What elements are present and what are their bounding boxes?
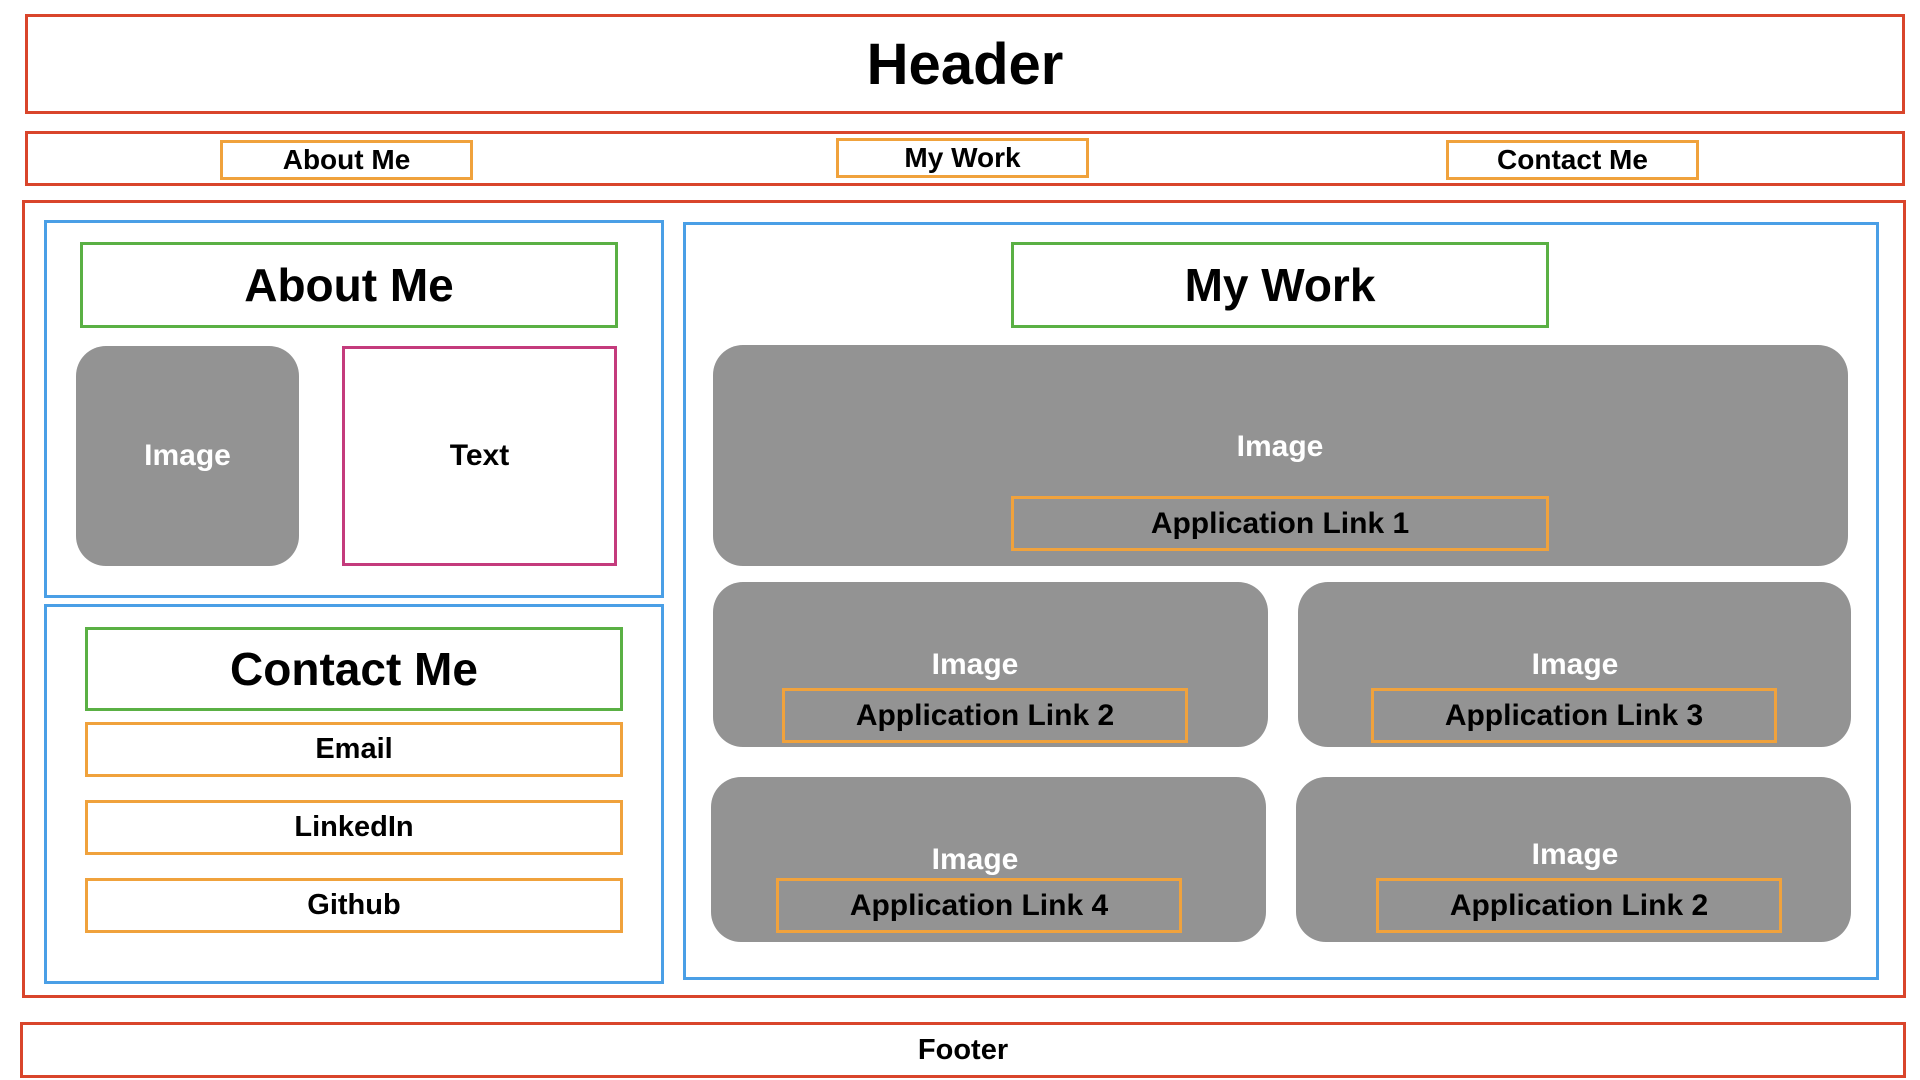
application-link-2[interactable]: Application Link 2	[782, 688, 1188, 743]
nav-bar	[25, 131, 1905, 186]
project-card-1	[713, 345, 1848, 566]
work-title: My Work	[1011, 242, 1549, 328]
application-link-label: Application Link 2	[855, 698, 1115, 732]
footer-label: Footer	[917, 1033, 1009, 1066]
main-section	[22, 200, 1906, 998]
project-card-3	[1298, 582, 1851, 747]
project-card-5	[1296, 777, 1851, 942]
project-image-label: Image	[931, 648, 1019, 681]
contact-title-text: Contact Me	[230, 643, 478, 695]
about-title: About Me	[80, 242, 618, 328]
header-title: Header	[866, 31, 1064, 97]
about-text-label: Text	[449, 439, 510, 472]
application-link-label: Application Link 3	[1444, 698, 1704, 732]
project-image-label: Image	[1236, 430, 1324, 463]
project-image-label: Image	[1531, 648, 1619, 681]
contact-panel	[44, 604, 664, 984]
contact-link-linkedin[interactable]: LinkedIn	[85, 800, 623, 855]
application-link-label: Application Link 1	[1150, 506, 1410, 540]
nav-item-my-work[interactable]: My Work	[836, 138, 1089, 178]
application-link-5[interactable]: Application Link 2	[1376, 878, 1782, 933]
footer-section: Footer	[20, 1022, 1906, 1078]
nav-item-label: About Me	[282, 144, 411, 175]
about-title-text: About Me	[244, 259, 454, 311]
nav-item-about-me[interactable]: About Me	[220, 140, 473, 180]
nav-item-label: Contact Me	[1497, 144, 1648, 175]
about-panel	[44, 220, 664, 598]
header-section: Header	[25, 14, 1905, 114]
contact-link-label: Github	[307, 889, 401, 921]
about-image: Image	[76, 346, 299, 566]
project-image-label: Image	[931, 843, 1019, 876]
about-image-label: Image	[144, 439, 231, 472]
application-link-4[interactable]: Application Link 4	[776, 878, 1182, 933]
work-panel	[683, 222, 1879, 980]
project-card-2	[713, 582, 1268, 747]
contact-link-label: Email	[315, 733, 393, 765]
contact-title: Contact Me	[85, 627, 623, 711]
work-title-text: My Work	[1184, 259, 1376, 311]
contact-link-github[interactable]: Github	[85, 878, 623, 933]
contact-link-email[interactable]: Email	[85, 722, 623, 777]
application-link-label: Application Link 2	[1449, 888, 1709, 922]
nav-item-contact-me[interactable]: Contact Me	[1446, 140, 1699, 180]
contact-link-label: LinkedIn	[294, 811, 414, 843]
application-link-1[interactable]: Application Link 1	[1011, 496, 1549, 551]
project-image-label: Image	[1531, 838, 1619, 871]
application-link-label: Application Link 4	[849, 888, 1109, 922]
application-link-3[interactable]: Application Link 3	[1371, 688, 1777, 743]
nav-item-label: My Work	[904, 142, 1021, 173]
about-text: Text	[342, 346, 617, 566]
project-card-4	[711, 777, 1266, 942]
